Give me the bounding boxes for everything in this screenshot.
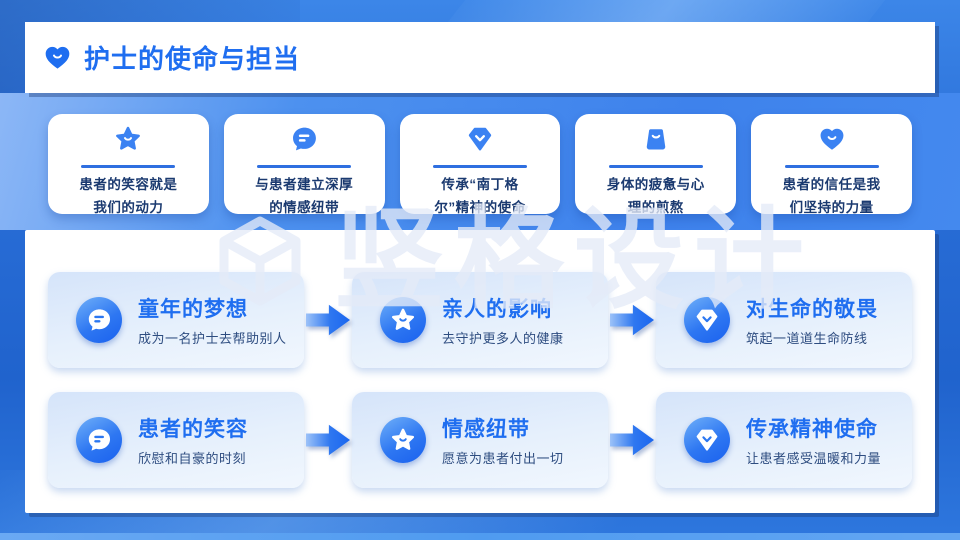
flow-card: 对生命的敬畏 筑起一道道生命防线 xyxy=(656,272,912,368)
right-arrow-icon xyxy=(306,424,350,456)
main-panel: 童年的梦想 成为一名护士去帮助别人 亲人的影响 去守护更多人的健康 xyxy=(25,230,935,513)
heart-smile-icon xyxy=(42,43,73,72)
card-divider xyxy=(608,165,703,168)
flow-card-subtitle: 欣慰和自豪的时刻 xyxy=(138,451,247,466)
right-arrow-icon xyxy=(306,304,350,336)
flow-card-subtitle: 去守护更多人的健康 xyxy=(442,331,564,346)
card-text-line: 身体的疲惫与心 xyxy=(606,177,705,192)
top-card-row: 患者的笑容就是 我们的动力 与患者建立深厚 的情感纽带 传承“南丁格 尔”精神的… xyxy=(48,114,912,215)
icon-circle xyxy=(684,297,730,343)
flow-row: 童年的梦想 成为一名护士去帮助别人 亲人的影响 去守护更多人的健康 xyxy=(48,272,912,368)
right-arrow-icon xyxy=(610,424,654,456)
flow-card-subtitle: 愿意为患者付出一切 xyxy=(442,451,564,466)
flow-card-title: 患者的笑容 xyxy=(138,418,248,441)
flow-card-text: 童年的梦想 成为一名护士去帮助别人 xyxy=(138,293,287,347)
top-card: 与患者建立深厚 的情感纽带 xyxy=(223,114,385,215)
right-arrow-icon xyxy=(610,304,654,336)
icon-circle xyxy=(76,417,122,463)
top-card: 身体的疲惫与心 理的煎熬 xyxy=(575,114,737,215)
chat-bubble-icon xyxy=(86,427,112,453)
card-divider xyxy=(784,165,879,168)
card-divider xyxy=(257,165,352,168)
bottom-accent-strip xyxy=(0,533,960,540)
star-smile-icon xyxy=(390,307,416,333)
flow-card-text: 对生命的敬畏 筑起一道道生命防线 xyxy=(746,293,878,347)
chat-bubble-icon xyxy=(288,125,320,153)
card-text-line: 患者的信任是我 xyxy=(782,177,881,192)
card-divider xyxy=(81,165,176,168)
icon-circle xyxy=(684,417,730,463)
flow-card-title: 对生命的敬畏 xyxy=(746,298,878,321)
flow-arrow xyxy=(306,423,350,457)
card-text-line: 的情感纽带 xyxy=(269,200,340,215)
top-card: 传承“南丁格 尔”精神的使命 xyxy=(399,114,561,215)
flow-card-subtitle: 筑起一道道生命防线 xyxy=(746,331,868,346)
flow-card-text: 患者的笑容 欣慰和自豪的时刻 xyxy=(138,413,248,467)
flow-card-title: 亲人的影响 xyxy=(442,298,552,321)
flow-card-text: 传承精神使命 让患者感受温暖和力量 xyxy=(746,413,881,467)
flow-card-text: 亲人的影响 去守护更多人的健康 xyxy=(442,293,564,347)
icon-circle xyxy=(380,417,426,463)
card-divider xyxy=(432,165,527,168)
header-bar: 护士的使命与担当 xyxy=(25,22,935,93)
flow-card: 患者的笑容 欣慰和自豪的时刻 xyxy=(48,392,304,488)
star-smile-icon xyxy=(390,427,416,453)
icon-circle xyxy=(76,297,122,343)
flow-arrow xyxy=(306,303,350,337)
card-text-line: 尔”精神的使命 xyxy=(434,200,526,215)
flow-row: 患者的笑容 欣慰和自豪的时刻 情感纽带 愿意为患者付出一切 xyxy=(48,392,912,488)
diamond-icon xyxy=(464,125,496,153)
bag-smile-icon xyxy=(640,125,672,153)
card-text-line: 们坚持的力量 xyxy=(789,200,874,215)
diamond-icon xyxy=(694,307,720,333)
card-text-line: 与患者建立深厚 xyxy=(255,177,354,192)
star-smile-icon xyxy=(112,125,144,153)
flow-card: 童年的梦想 成为一名护士去帮助别人 xyxy=(48,272,304,368)
top-card: 患者的信任是我 们坚持的力量 xyxy=(751,114,912,215)
card-text-line: 我们的动力 xyxy=(93,200,164,215)
flow-card-subtitle: 成为一名护士去帮助别人 xyxy=(138,331,287,346)
flow-card-text: 情感纽带 愿意为患者付出一切 xyxy=(442,413,564,467)
top-card: 患者的笑容就是 我们的动力 xyxy=(48,114,209,215)
flow-card-subtitle: 让患者感受温暖和力量 xyxy=(746,451,882,466)
page-title: 护士的使命与担当 xyxy=(84,44,301,74)
flow-arrow xyxy=(610,303,654,337)
diamond-icon xyxy=(694,427,720,453)
card-text-line: 理的煎熬 xyxy=(627,200,684,215)
flow-card: 情感纽带 愿意为患者付出一切 xyxy=(352,392,608,488)
flow-card-title: 情感纽带 xyxy=(442,418,530,441)
heart-smile-icon xyxy=(816,125,848,153)
icon-circle xyxy=(380,297,426,343)
flow-card-title: 童年的梦想 xyxy=(138,298,248,321)
flow-arrow xyxy=(610,423,654,457)
flow-card: 传承精神使命 让患者感受温暖和力量 xyxy=(656,392,912,488)
flow-card-title: 传承精神使命 xyxy=(746,418,878,441)
card-text-line: 传承“南丁格 xyxy=(441,177,519,192)
flow-card: 亲人的影响 去守护更多人的健康 xyxy=(352,272,608,368)
card-text-line: 患者的笑容就是 xyxy=(79,177,178,192)
chat-bubble-icon xyxy=(86,307,112,333)
